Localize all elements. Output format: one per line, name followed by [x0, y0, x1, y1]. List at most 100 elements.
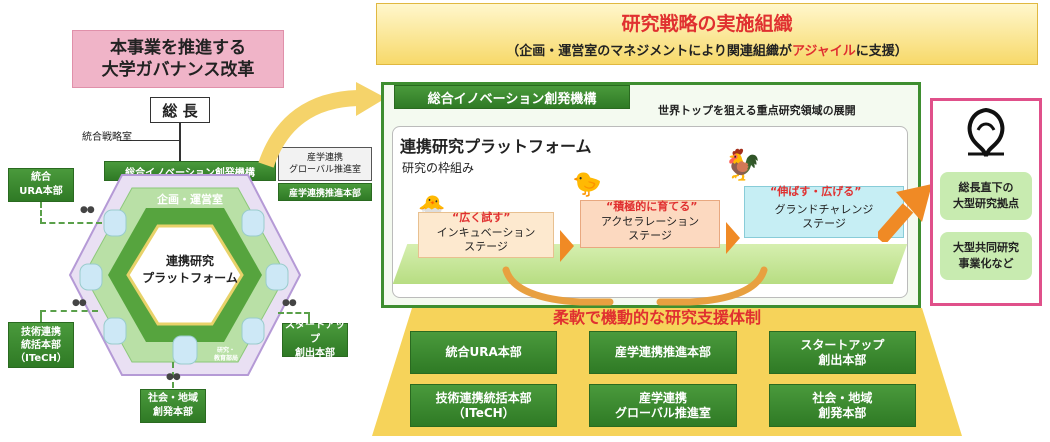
- research-bureau-line2: 教育部局: [213, 355, 238, 362]
- support-box-line1: 社会・地域: [812, 390, 873, 405]
- blob-r: [265, 263, 289, 291]
- strategy-subtitle-agile: アジャイル: [791, 44, 856, 59]
- stage2-line1: アクセラレーション: [600, 215, 700, 228]
- world-top-label: 世界トップを狙える重点研究領域の展開: [658, 104, 856, 117]
- hands-icon: [502, 266, 768, 306]
- planning-label: 企画・運営室: [157, 193, 223, 206]
- people-icon-ura: ●●: [80, 205, 95, 215]
- industry-global-line1: 産学連携: [306, 153, 343, 163]
- chick-icon: 🐤: [572, 170, 602, 198]
- industry-promotion-box: 産学連携推進本部: [278, 183, 372, 201]
- stage3-tag: “伸ばす・広げる”: [770, 185, 862, 198]
- tech-left-line2: 統括本部: [21, 339, 61, 351]
- strategy-subtitle-c: に支援）: [855, 44, 908, 59]
- president-box: 総 長: [150, 97, 210, 123]
- support-box-global: 産学連携 グローバル推進室: [589, 384, 737, 427]
- reform-title-box: 本事業を推進する 大学ガバナンス改革: [72, 30, 284, 88]
- hexagon-diagram: [68, 174, 302, 376]
- people-icon-tech: ●●: [72, 298, 87, 308]
- stage2-line2: ステージ: [628, 229, 672, 242]
- people-icon-society: ●●: [166, 372, 181, 382]
- president-label: 総 長: [162, 101, 198, 120]
- society-left-box: 社会・地域 創発本部: [140, 389, 206, 423]
- outcome-arrow: [878, 184, 932, 242]
- outcome2-line2: 事業化など: [958, 257, 1014, 270]
- strategy-title-banner: 研究戦略の実施組織 （企画・運営室のマネジメントにより関連組織がアジャイルに支援…: [376, 3, 1038, 65]
- support-title: 柔軟で機動的な研究支援体制: [552, 308, 761, 327]
- support-box-line1: 統合URA本部: [445, 345, 522, 359]
- people-icon-startup: ●●: [282, 298, 297, 308]
- support-box-line1: 産学連携推進本部: [614, 345, 711, 359]
- innovation-org-right: 総合イノベーション創発機構: [394, 85, 630, 109]
- ura-connector: [40, 202, 102, 224]
- support-box-line1: スタートアップ: [800, 337, 885, 352]
- hex-core: [126, 224, 244, 326]
- support-box-line2: グローバル推進室: [615, 405, 711, 420]
- blob-tl: [103, 209, 127, 237]
- blob-b: [172, 335, 198, 365]
- industry-global-box: 産学連携 グローバル推進室: [278, 147, 372, 181]
- strategy-subtitle: （企画・運営室のマネジメントにより関連組織がアジャイルに支援）: [506, 40, 908, 59]
- research-bureau-line1: 研究・: [216, 347, 235, 354]
- ura-left-line2: URA本部: [19, 186, 63, 197]
- tech-connector: [40, 310, 98, 322]
- support-box-tech: 技術連携統括本部 （ITeCH）: [410, 384, 558, 427]
- platform-core-line2: プラットフォーム: [142, 271, 238, 285]
- stage1-box: インキュベーション ステージ: [418, 212, 554, 258]
- reform-title-line2: 大学ガバナンス改革: [101, 60, 255, 80]
- innovation-org-left-label: 総合イノベーション創発機構: [125, 167, 255, 179]
- society-left-line1: 社会・地域: [148, 393, 198, 404]
- platform-title: 連携研究プラットフォーム: [400, 137, 592, 156]
- curved-arrow: [258, 82, 386, 168]
- framework-label: 研究の枠組み: [402, 161, 475, 175]
- blob-br: [241, 317, 265, 345]
- support-box-society: 社会・地域 創発本部: [768, 384, 916, 427]
- stage3-line1: グランドチャレンジ: [774, 203, 874, 216]
- blob-bl: [103, 317, 127, 345]
- reform-title-line1: 本事業を推進する: [110, 38, 246, 58]
- support-box-industry: 産学連携推進本部: [589, 331, 737, 374]
- support-box-line2: 創発本部: [818, 405, 867, 420]
- stage1-line2: ステージ: [464, 240, 508, 253]
- support-box-startup: スタートアップ 創出本部: [768, 331, 916, 374]
- university-emblem-icon: [967, 107, 1005, 157]
- stage1-tag: “広く試す”: [452, 211, 511, 224]
- stage3-box: グランドチャレンジ ステージ: [744, 186, 904, 238]
- society-connector: [172, 362, 174, 388]
- outcome2-line1: 大型共同研究: [953, 241, 1019, 254]
- support-grid: 統合URA本部 産学連携推進本部 スタートアップ 創出本部 技術連携統括本部 （…: [410, 331, 916, 427]
- innovation-org-right-label: 総合イノベーション創発機構: [427, 91, 597, 107]
- tech-left-line1: 技術連携: [21, 326, 61, 338]
- support-box-line1: 産学連携: [638, 390, 687, 405]
- support-box-line2: 創出本部: [818, 352, 867, 367]
- industry-global-line2: グローバル推進室: [289, 165, 361, 175]
- platform-core-line1: 連携研究: [165, 254, 214, 268]
- support-box-line1: 技術連携統括本部: [435, 390, 532, 405]
- stage2-tag: “積極的に育てる”: [606, 200, 698, 213]
- startup-connector: [278, 312, 310, 324]
- startup-left-line1: スタートアップ: [285, 320, 345, 345]
- startup-left-line2: 創出本部: [295, 348, 335, 359]
- support-box-ura: 統合URA本部: [410, 331, 558, 374]
- research-bureau-label: 研究・ 教育部局: [206, 345, 246, 365]
- support-box-line2: （ITeCH）: [452, 405, 515, 420]
- blob-l: [79, 263, 103, 291]
- ura-left-line1: 統合: [31, 172, 51, 183]
- stage1-line1: インキュベーション: [436, 226, 536, 239]
- outcome1-line2: 大型研究拠点: [953, 197, 1019, 210]
- stage3-line2: ステージ: [802, 217, 846, 230]
- blob-tr: [241, 209, 265, 237]
- stage2-box: アクセラレーション ステージ: [580, 200, 720, 248]
- stage2-arrow: [726, 222, 740, 254]
- rooster-icon: 🐓: [724, 148, 762, 183]
- strategy-title: 研究戦略の実施組織: [621, 13, 793, 35]
- startup-left-box: スタートアップ 創出本部: [282, 320, 348, 359]
- outcome1-line1: 総長直下の: [958, 181, 1014, 194]
- ura-left-box: 統合 URA本部: [8, 168, 74, 202]
- outcome2: 大型共同研究 事業化など: [940, 232, 1032, 280]
- strategy-line: [120, 140, 180, 141]
- tech-left-box: 技術連携 統括本部 （ITeCH）: [8, 322, 74, 368]
- strategy-office-label: 統合戦略室: [82, 132, 132, 143]
- strategy-subtitle-a: （企画・運営室のマネジメントにより関連組織が: [506, 44, 792, 59]
- society-left-line2: 創発本部: [153, 407, 193, 418]
